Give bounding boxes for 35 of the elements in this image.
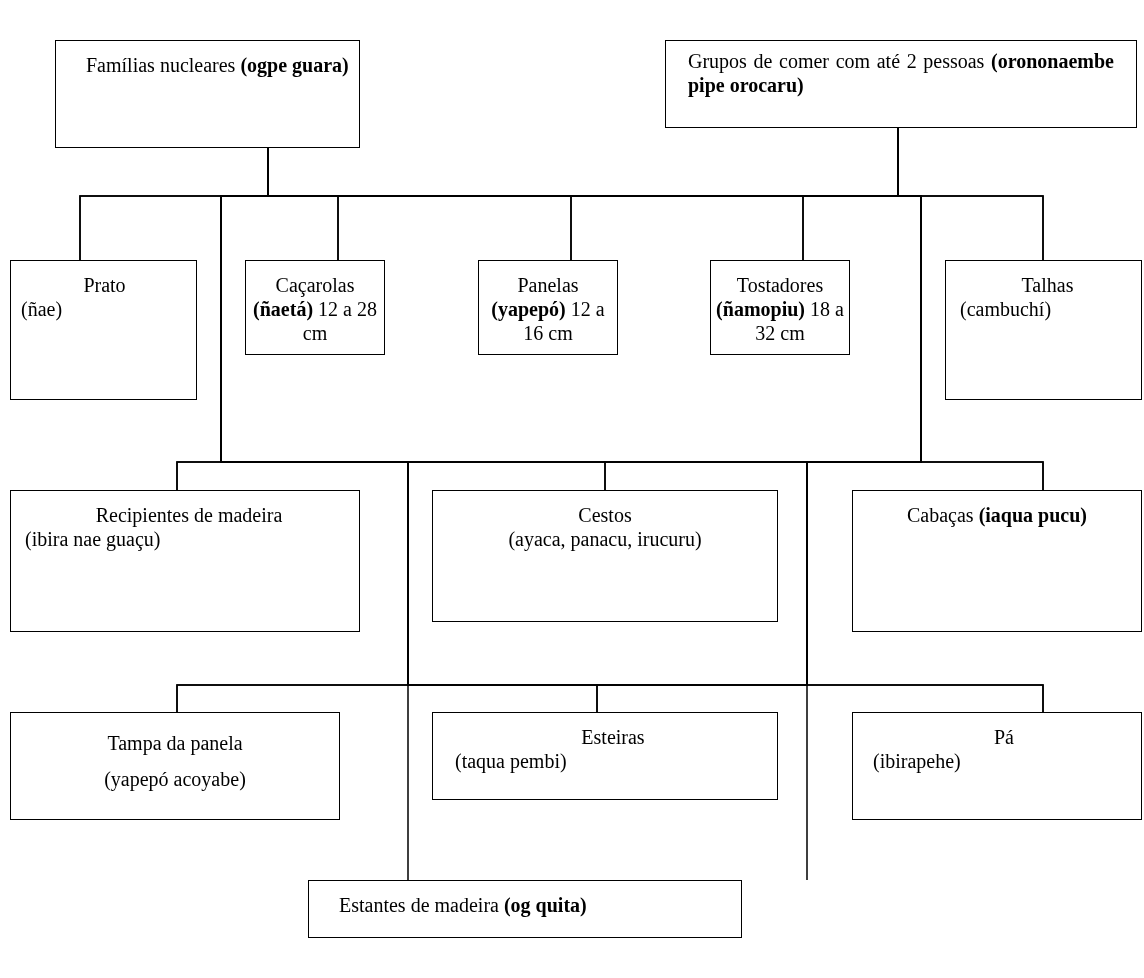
box-label: (yapepó acoyabe) [103, 767, 247, 791]
box-label: (ayaca, panacu, irucuru) [507, 527, 703, 551]
category-box [432, 712, 778, 800]
box-label: Panelas (yapepó) 12 a 16 cm [490, 273, 606, 345]
box-label: Cestos [577, 503, 633, 527]
box-label: Tostadores (ñamopiu) 18 a 32 cm [715, 273, 845, 345]
category-box [55, 40, 360, 148]
category-box [852, 490, 1142, 632]
box-label: Caçarolas (ñaetá) 12 a 28 cm [252, 273, 378, 345]
category-box [10, 490, 360, 632]
category-box [665, 40, 1137, 128]
box-label: Grupos de comer com até 2 pessoas (orononaembe pipe orocaru) [688, 49, 1114, 97]
box-label: Tampa da panela [106, 731, 244, 755]
box-label: Recipientes de madeira [94, 503, 284, 527]
box-label: Famílias nucleares (ogpe guara) [86, 53, 349, 77]
box-label: (ibirapehe) [873, 749, 962, 773]
category-box [245, 260, 385, 355]
box-label: (ibira nae guaçu) [25, 527, 162, 551]
box-label: Estantes de madeira (og quita) [339, 893, 588, 917]
category-box [478, 260, 618, 355]
box-label: Pá [993, 725, 1015, 749]
category-box [10, 712, 340, 820]
box-label: (taqua pembi) [455, 749, 568, 773]
box-label: Talhas [1020, 273, 1075, 297]
box-label: (ñae) [21, 297, 64, 321]
category-box [308, 880, 742, 938]
box-label: (cambuchí) [960, 297, 1053, 321]
category-box [852, 712, 1142, 820]
box-label: Prato [82, 273, 127, 297]
category-box [10, 260, 197, 400]
category-box [432, 490, 778, 622]
category-box [945, 260, 1142, 400]
category-box [710, 260, 850, 355]
box-label: Cabaças (iaqua pucu) [906, 503, 1088, 527]
box-label: Esteiras [580, 725, 646, 749]
